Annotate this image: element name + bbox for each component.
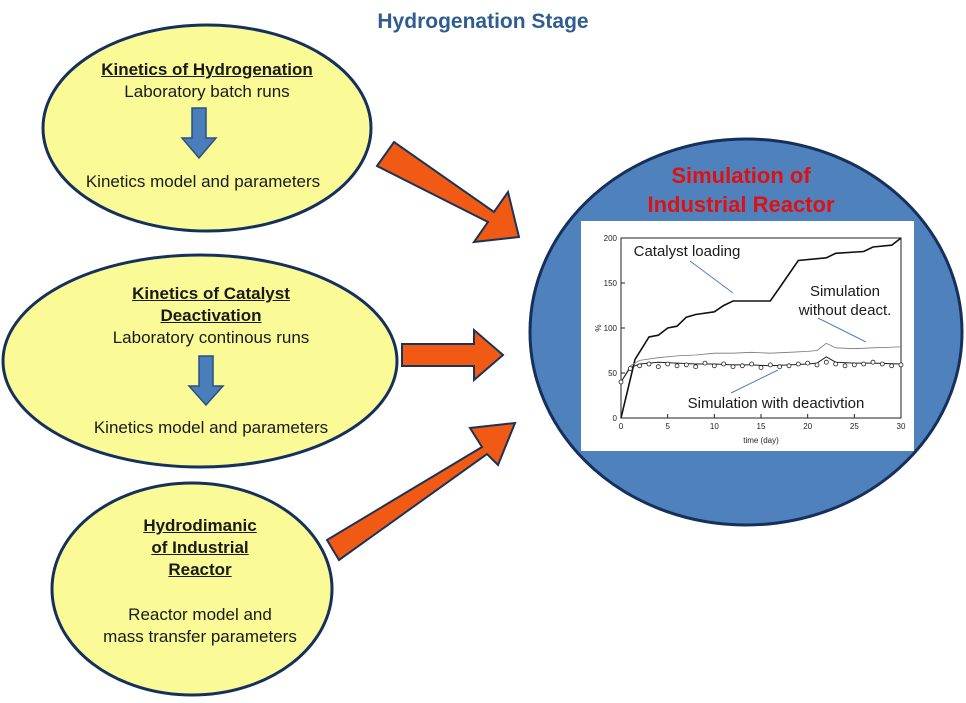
y-tick-label: 200: [604, 234, 618, 243]
box1-heading: Kinetics of Hydrogenation: [101, 60, 313, 79]
measured-point: [823, 359, 829, 365]
measured-point: [861, 361, 867, 367]
measured-point: [730, 364, 736, 370]
measured-point: [739, 363, 745, 369]
measured-point: [758, 365, 764, 371]
pointer-without-deact: [817, 317, 867, 343]
series-catalyst-loading: [620, 237, 902, 419]
x-axis-label: time (day): [743, 436, 779, 445]
annotation-without-deact-2: without deact.: [798, 302, 892, 319]
measured-point: [702, 360, 708, 366]
annotation-with-deact: Simulation with deactivtion: [687, 395, 865, 412]
box2-sub: Laboratory continous runs: [112, 328, 310, 347]
measured-point: [767, 362, 773, 368]
measured-point: [627, 366, 633, 371]
measured-point: [693, 364, 699, 370]
box3-heading-1: Hydrodimanic: [143, 516, 257, 535]
measured-point: [749, 361, 755, 367]
down-arrow-1: [180, 107, 218, 160]
box2-heading-1: Kinetics of Catalyst: [132, 284, 290, 303]
measured-point: [646, 361, 652, 367]
x-tick-label: 5: [665, 422, 670, 431]
box2-heading-2: Deactivation: [160, 306, 262, 325]
box3-sub-2: mass transfer parameters: [103, 627, 297, 646]
measured-point: [711, 363, 717, 369]
orange-arrow-bottom: [325, 421, 517, 562]
y-axis-label: %: [594, 324, 603, 331]
x-tick-label: 10: [710, 422, 719, 431]
measured-point: [833, 361, 839, 367]
series-without-deact: [620, 342, 902, 383]
x-tick-label: 30: [897, 422, 906, 431]
orange-arrow-top: [375, 140, 521, 244]
annotation-catalyst-loading: Catalyst loading: [633, 243, 741, 260]
y-tick-label: 100: [604, 324, 618, 333]
simulation-title-1: Simulation of: [671, 163, 811, 188]
x-tick-label: 0: [619, 422, 624, 431]
measured-point: [805, 360, 811, 366]
y-tick-label: 150: [604, 279, 618, 288]
down-arrow-2: [187, 355, 225, 407]
measured-point: [889, 363, 895, 369]
box3-sub-1: Reactor model and: [128, 605, 272, 624]
pointer-with-deact: [730, 369, 779, 394]
measured-point: [879, 361, 885, 367]
chart-plot: 0 5 10 15 20 25 30 0 50 100 150 200 time (day)%: [594, 234, 906, 445]
simulation-title-2: Industrial Reactor: [647, 192, 835, 217]
measured-point: [898, 362, 904, 368]
x-tick-label: 25: [850, 422, 859, 431]
x-tick-label: 15: [757, 422, 766, 431]
measured-point: [683, 362, 689, 368]
y-tick-label: 50: [608, 369, 617, 378]
box3-heading-3: Reactor: [168, 560, 232, 579]
measured-point: [842, 363, 848, 369]
y-tick-label: 0: [613, 414, 618, 423]
measured-point: [851, 362, 857, 368]
measured-point: [665, 361, 671, 367]
industrial-reactor-ellipse: [50, 481, 334, 697]
box1-result: Kinetics model and parameters: [85, 172, 321, 191]
measured-point: [777, 364, 783, 370]
pointer-catalyst-loading: [689, 260, 734, 294]
measured-point: [814, 362, 820, 368]
box2-result: Kinetics model and parameters: [93, 418, 329, 437]
box1-sub: Laboratory batch runs: [124, 82, 290, 101]
chart-panel: [581, 221, 914, 451]
page-title: Hydrogenation Stage: [377, 10, 589, 33]
measured-point: [795, 361, 801, 367]
orange-arrow-middle: [401, 327, 505, 383]
measured-point: [655, 364, 661, 370]
measured-point: [637, 363, 643, 369]
measured-point: [674, 363, 680, 369]
measured-point: [618, 379, 624, 385]
measured-point: [721, 361, 727, 367]
annotation-without-deact-1: Simulation: [809, 283, 881, 300]
box3-heading-2: of Industrial: [151, 538, 249, 557]
measured-point: [870, 359, 876, 365]
x-tick-label: 20: [803, 422, 812, 431]
measured-point: [786, 363, 792, 369]
hydrogenation-kinetics-ellipse: [41, 23, 373, 233]
